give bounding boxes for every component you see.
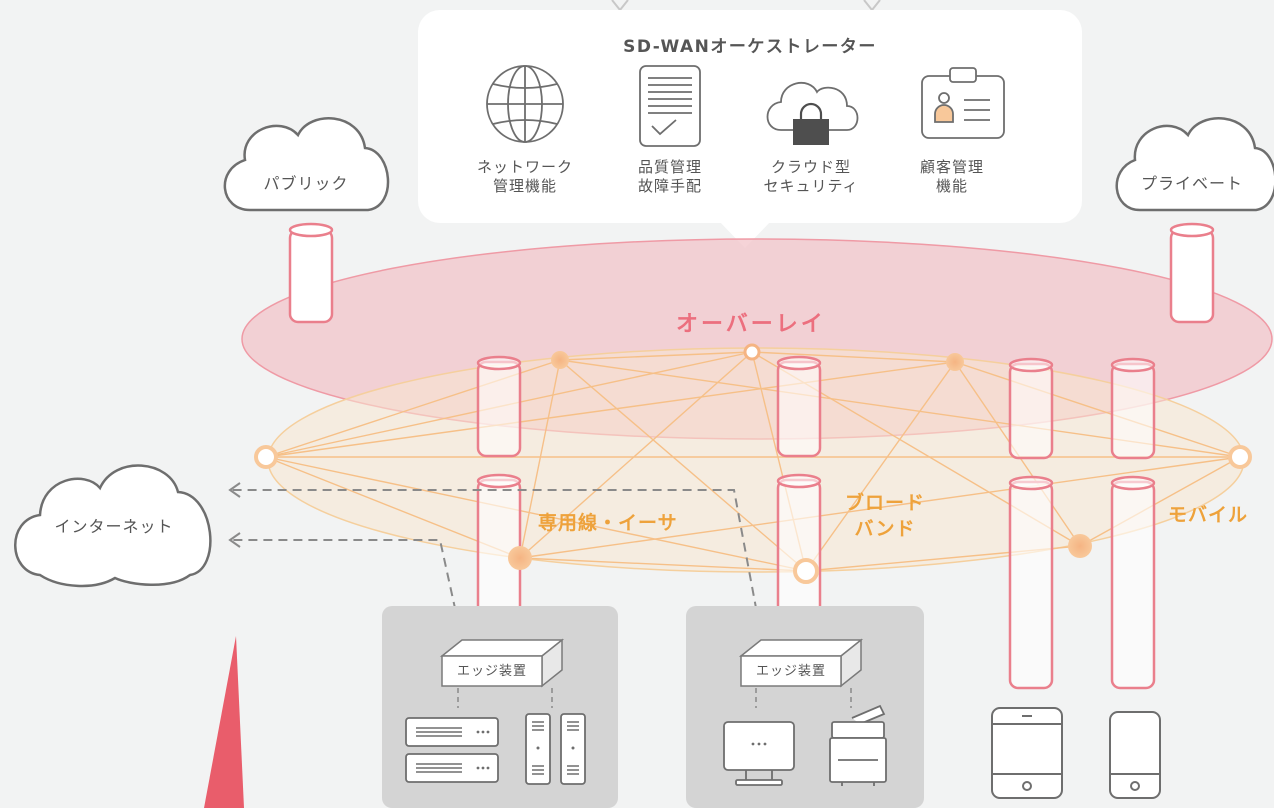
monitor-icon xyxy=(723,721,795,786)
underlay-layer xyxy=(267,347,1245,573)
arrow-heads xyxy=(228,482,241,548)
globe-icon xyxy=(465,62,585,158)
broadband-label: ブロード バンド xyxy=(844,492,925,540)
checklist-document-icon xyxy=(610,62,730,158)
cylinder-private xyxy=(1169,222,1215,324)
id-card-icon xyxy=(892,62,1012,158)
edge-device-2-label: エッジ装置 xyxy=(755,664,826,679)
mesh-nodes xyxy=(254,343,1252,584)
server-slots xyxy=(416,727,462,773)
feature-label: 品質管理 故障手配 xyxy=(637,158,702,195)
cloud-private-label: プライベート xyxy=(1140,174,1243,193)
orchestrator-title: SD-WANオーケストレーター xyxy=(623,37,877,57)
feature-label: 顧客管理 機能 xyxy=(919,158,984,195)
feature-label: ネットワーク 管理機能 xyxy=(476,158,573,195)
top-arrow-left xyxy=(611,0,629,12)
edge-device-2 xyxy=(738,638,864,688)
orchestrator-panel: SD-WANオーケストレーター ネットワーク 管理機能 xyxy=(418,10,1082,223)
feature-label: クラウド型 セキュリティ xyxy=(763,158,859,195)
cloud-private-shape xyxy=(1115,117,1274,212)
decorative-red-triangle xyxy=(204,636,244,808)
site-2-background xyxy=(686,606,924,808)
server-leds xyxy=(476,730,490,770)
top-arrow-right xyxy=(863,0,881,12)
cloud-internet-shape xyxy=(14,464,212,588)
feature-customer-management: 顧客管理 機能 xyxy=(892,62,1012,196)
mesh-links xyxy=(265,351,1241,572)
smartphone-icon xyxy=(1109,711,1161,799)
edge-device-1-label: エッジ装置 xyxy=(456,664,527,679)
feature-cloud-security: クラウド型 セキュリティ xyxy=(751,62,871,196)
cylinder-public xyxy=(288,222,334,324)
edge-device-1 xyxy=(439,638,565,688)
cloud-public-label: パブリック xyxy=(263,174,349,193)
overlay-label: オーバーレイ xyxy=(676,312,826,337)
cloud-public-shape xyxy=(223,117,390,212)
cylinders-underlay xyxy=(476,473,1156,690)
tower-slots xyxy=(532,721,579,775)
panel-tail xyxy=(718,220,772,248)
edge-connectors xyxy=(457,688,852,708)
tablet-icon xyxy=(991,707,1063,799)
feature-network-management: ネットワーク 管理機能 xyxy=(465,62,585,196)
cloud-lock-icon xyxy=(751,62,871,158)
mobile-label: モバイル xyxy=(1168,504,1249,526)
copier-icon xyxy=(829,704,887,786)
cloud-internet-label: インターネット xyxy=(54,517,174,536)
feature-quality-management: 品質管理 故障手配 xyxy=(610,62,730,196)
cylinders-overlay xyxy=(476,355,1156,460)
dedicated-line-label: 専用線・イーサ xyxy=(538,512,678,534)
